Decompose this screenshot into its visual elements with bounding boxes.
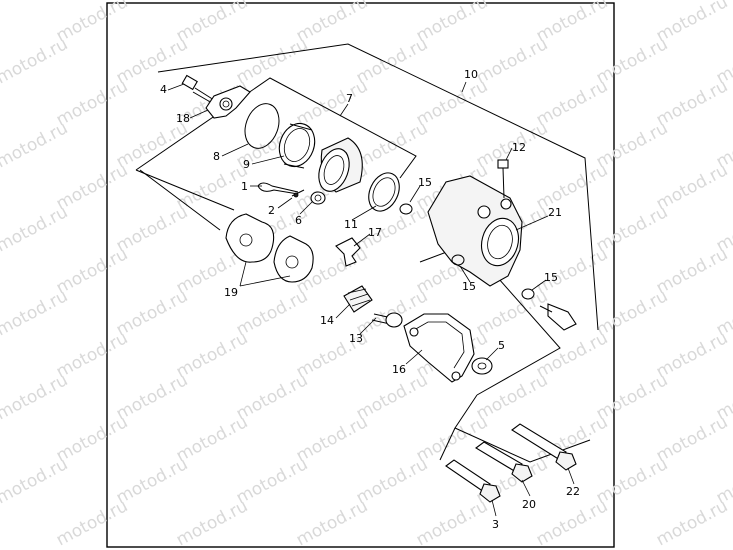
part-pin-right bbox=[539, 303, 577, 331]
part-16-bracket bbox=[403, 313, 475, 383]
callout-15-b: 15 bbox=[462, 280, 476, 293]
part-19-pads bbox=[225, 213, 314, 283]
callout-17: 17 bbox=[368, 226, 382, 239]
watermark-text: motod.ru bbox=[0, 118, 71, 172]
callout-11: 11 bbox=[344, 218, 358, 231]
callout-labels: 4 18 8 9 7 10 1 2 6 11 15 12 21 17 15 15… bbox=[160, 68, 580, 531]
part-8-ring bbox=[244, 103, 280, 149]
part-13-pin bbox=[371, 312, 403, 328]
watermark-text: motod.ru bbox=[713, 0, 733, 4]
part-11-ring bbox=[368, 172, 400, 212]
callout-7: 7 bbox=[346, 92, 353, 105]
group-10-outline bbox=[157, 43, 599, 331]
part-2-pin bbox=[291, 189, 305, 198]
callout-12: 12 bbox=[512, 141, 526, 154]
part-1-pin bbox=[257, 182, 299, 195]
callout-15-c: 15 bbox=[544, 271, 558, 284]
pads-outline bbox=[139, 169, 221, 231]
callout-1: 1 bbox=[241, 180, 248, 193]
bolts-group-lower bbox=[439, 427, 456, 461]
part-18-shield bbox=[205, 85, 251, 119]
callout-15-a: 15 bbox=[418, 176, 432, 189]
group-7-lower bbox=[135, 169, 235, 211]
group-outlines bbox=[135, 43, 599, 463]
callout-19: 19 bbox=[224, 286, 238, 299]
watermark-text: motod.ru bbox=[653, 496, 731, 550]
part-17-clip bbox=[335, 237, 361, 267]
watermark-text: motod.ru bbox=[0, 370, 71, 424]
watermark-text: motod.ru bbox=[653, 160, 731, 214]
callout-22: 22 bbox=[566, 485, 580, 498]
watermark-text: motod.ru bbox=[653, 0, 731, 46]
part-21-caliper-body bbox=[427, 175, 523, 287]
callout-13: 13 bbox=[349, 332, 363, 345]
callout-8: 8 bbox=[213, 150, 220, 163]
watermark-text: motod.ru bbox=[0, 286, 71, 340]
diagram-frame bbox=[106, 2, 615, 548]
bracket-group-outline bbox=[419, 243, 561, 396]
callout-21: 21 bbox=[548, 206, 562, 219]
callout-5: 5 bbox=[498, 339, 505, 352]
leader-lines bbox=[167, 81, 575, 517]
watermark-text: motod.ru bbox=[0, 0, 71, 4]
watermark-text: motod.ru bbox=[653, 76, 731, 130]
watermark-text: motod.ru bbox=[0, 202, 71, 256]
callout-18: 18 bbox=[176, 112, 190, 125]
callout-3: 3 bbox=[492, 518, 499, 531]
callout-6: 6 bbox=[295, 214, 302, 227]
part-5-washer bbox=[471, 357, 493, 375]
part-14-boot bbox=[343, 285, 373, 313]
watermark-text: motod.ru bbox=[653, 244, 731, 298]
part-12-bleeder bbox=[497, 159, 509, 199]
part-6-washer bbox=[310, 191, 326, 205]
part-22-bolt bbox=[511, 423, 577, 471]
part-15-oring-b bbox=[451, 254, 465, 266]
part-4-bolt bbox=[181, 74, 215, 104]
part-3-bolt bbox=[445, 459, 501, 503]
part-piston bbox=[318, 137, 363, 193]
part-15-oring-a bbox=[399, 203, 413, 215]
callout-10: 10 bbox=[464, 68, 478, 81]
callout-4: 4 bbox=[160, 83, 167, 96]
watermark-text: motod.ru bbox=[653, 328, 731, 382]
group-7-outline bbox=[135, 77, 417, 179]
watermark-text: motod.ru bbox=[653, 412, 731, 466]
callout-2: 2 bbox=[268, 204, 275, 217]
part-20-bolt bbox=[475, 441, 533, 483]
callout-20: 20 bbox=[522, 498, 536, 511]
callout-9: 9 bbox=[243, 158, 250, 171]
callout-14: 14 bbox=[320, 314, 334, 327]
watermark-text: motod.ru bbox=[0, 34, 71, 88]
callout-16: 16 bbox=[392, 363, 406, 376]
watermark-text: motod.ru bbox=[0, 454, 71, 508]
part-9-seal bbox=[278, 122, 316, 169]
part-15-oring-c bbox=[521, 288, 535, 300]
